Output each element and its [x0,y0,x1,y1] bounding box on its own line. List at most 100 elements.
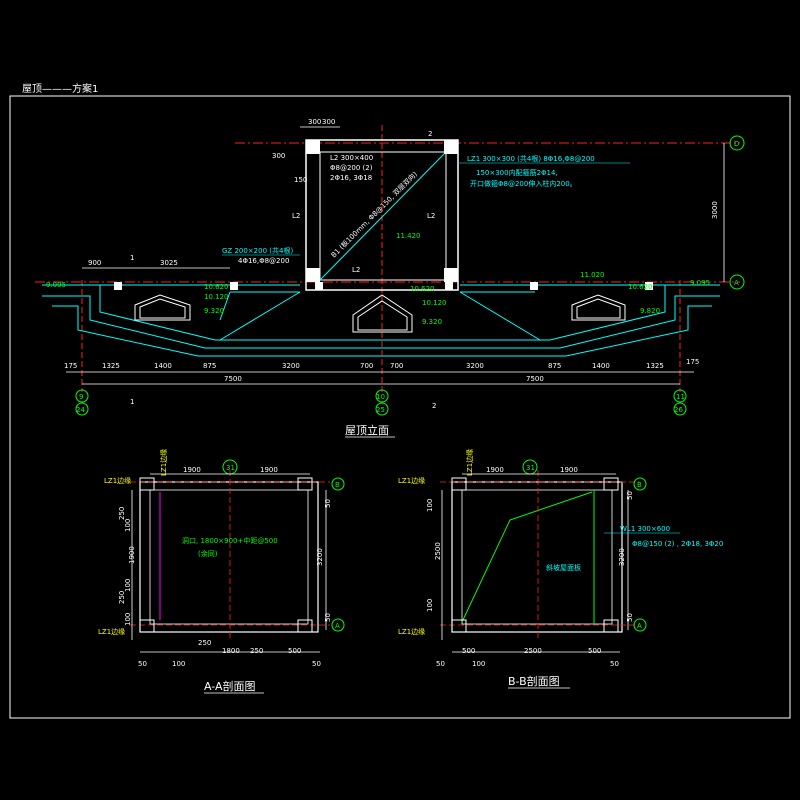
svg-text:10.620: 10.620 [410,285,435,293]
svg-text:25: 25 [376,406,385,414]
svg-text:300: 300 [272,152,285,160]
svg-text:4Φ16,Φ8@200: 4Φ16,Φ8@200 [238,257,289,265]
svg-text:10.120: 10.120 [422,299,447,307]
svg-text:2Φ16, 3Φ18: 2Φ16, 3Φ18 [330,174,372,182]
svg-text:250: 250 [198,639,211,647]
svg-text:LZ1边缘: LZ1边缘 [104,476,131,485]
svg-text:10.620: 10.620 [628,283,653,291]
svg-text:L2: L2 [292,212,300,220]
svg-text:1900: 1900 [183,466,201,474]
svg-text:250: 250 [250,647,263,655]
svg-text:100: 100 [426,499,434,512]
svg-text:2: 2 [432,402,436,410]
svg-text:B: B [637,481,642,489]
elevation-title: 屋顶立面 [345,423,389,437]
svg-text:1900: 1900 [128,546,136,564]
svg-text:10.120: 10.120 [204,293,229,301]
svg-text:LZ1边缘: LZ1边缘 [98,627,125,636]
svg-text:2: 2 [428,130,432,138]
svg-text:1: 1 [130,254,134,262]
sheet-title: 屋顶———方案1 [22,82,98,95]
svg-text:100: 100 [124,613,132,626]
aa-bubble-b [331,477,345,491]
svg-text:2500: 2500 [524,647,542,655]
svg-text:500: 500 [462,647,475,655]
svg-text:50: 50 [626,613,634,622]
svg-text:11.020: 11.020 [580,271,605,279]
slab-diagonal [319,151,447,281]
svg-text:500: 500 [288,647,301,655]
svg-text:斜坡屋面板: 斜坡屋面板 [546,563,581,572]
svg-text:50: 50 [610,660,619,668]
svg-text:2500: 2500 [434,542,442,560]
svg-text:LZ1边缘: LZ1边缘 [398,476,425,485]
svg-text:300: 300 [308,118,321,126]
svg-text:900: 900 [88,259,101,267]
svg-text:150: 150 [294,176,307,184]
section-aa: 31 B A LZ1边缘 LZ1边缘 LZ1边缘 1900 1900 250 1… [98,449,345,694]
svg-text:875: 875 [203,362,216,370]
svg-text:500: 500 [588,647,601,655]
svg-text:50: 50 [324,499,332,508]
svg-text:875: 875 [548,362,561,370]
svg-text:A: A [637,622,642,630]
svg-text:3200: 3200 [466,362,484,370]
roof-outline [42,284,720,357]
grid-bubble-24 [75,402,89,416]
svg-text:100: 100 [172,660,185,668]
svg-text:9.820: 9.820 [640,307,660,315]
bb-bubble-b [633,477,647,491]
bb-title: B-B剖面图 [508,674,560,688]
svg-text:D: D [734,140,739,148]
svg-text:L2: L2 [427,212,435,220]
aa-bubble-a [331,618,345,632]
axis-bubble-d [729,135,745,151]
svg-text:50: 50 [436,660,445,668]
svg-text:31: 31 [526,464,535,472]
svg-text:10: 10 [376,393,385,401]
svg-text:A: A [734,279,739,287]
svg-text:(余同): (余同) [198,549,218,558]
svg-text:9.095: 9.095 [46,281,66,289]
svg-text:B: B [335,481,340,489]
svg-text:300: 300 [322,118,335,126]
dormers [134,294,626,333]
svg-text:Φ8@150 (2) , 2Φ18, 3Φ20: Φ8@150 (2) , 2Φ18, 3Φ20 [632,540,723,548]
svg-text:50: 50 [138,660,147,668]
svg-text:3200: 3200 [316,548,324,566]
grid-bubble-9 [75,389,89,403]
elevation-view: 300 300 300 150 2 3000 D A L2 300×400 Φ8… [35,118,745,438]
svg-text:11: 11 [676,393,685,401]
svg-text:LZ1 300×300 (共4根) 8Φ16,Φ8@200: LZ1 300×300 (共4根) 8Φ16,Φ8@200 [467,154,595,163]
svg-text:WL1 300×600: WL1 300×600 [620,525,670,533]
svg-text:1: 1 [130,398,134,406]
aa-title: A-A剖面图 [204,679,256,693]
svg-text:175: 175 [64,362,77,370]
svg-text:L2: L2 [352,266,360,274]
svg-text:A: A [335,622,340,630]
svg-text:250: 250 [118,591,126,604]
svg-text:3000: 3000 [711,201,719,219]
svg-text:700: 700 [360,362,373,370]
svg-text:洞口, 1800×900+中距@500: 洞口, 1800×900+中距@500 [182,536,278,545]
svg-text:50: 50 [312,660,321,668]
grid-bubble-26 [673,402,687,416]
svg-text:100: 100 [426,599,434,612]
grid-bubble-25 [375,402,389,416]
axis-bubble-a [729,274,745,290]
svg-text:7500: 7500 [224,375,242,383]
svg-text:L2 300×400: L2 300×400 [330,154,373,162]
svg-text:B1 (板100mm, Φ8@150, 双层双向): B1 (板100mm, Φ8@150, 双层双向) [329,169,419,259]
svg-text:150×300内配箍筋2Φ14,: 150×300内配箍筋2Φ14, [476,168,558,177]
svg-text:175: 175 [686,358,699,366]
svg-text:3200: 3200 [282,362,300,370]
svg-text:1400: 1400 [154,362,172,370]
svg-text:100: 100 [472,660,485,668]
svg-text:26: 26 [674,406,683,414]
svg-text:10.620: 10.620 [204,283,229,291]
svg-text:1325: 1325 [102,362,120,370]
section-bb: 31 B A LZ1边缘 LZ1边缘 LZ1边缘 1900 1900 100 2… [398,449,723,689]
grid-bubble-11 [673,389,687,403]
svg-text:3200: 3200 [618,548,626,566]
